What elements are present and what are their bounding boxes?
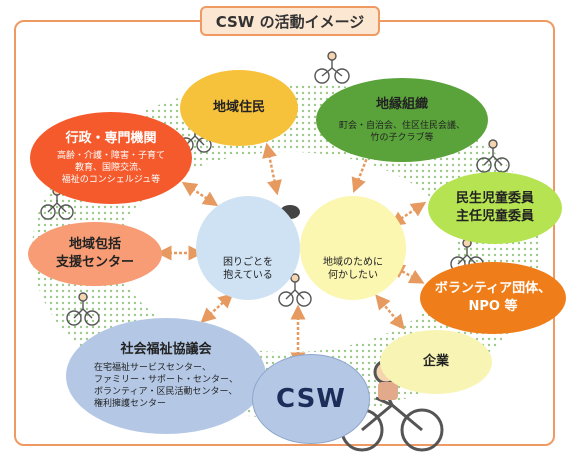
node-sub-line: 竹の子クラブ等 (370, 132, 434, 143)
node-title-line: 主任児童委員 (455, 209, 534, 224)
node-sub-line: 高齢・介護・障害・子育て (56, 151, 165, 162)
node-title-line: 民生児童委員 (455, 191, 534, 207)
node-title: 企業 (422, 354, 449, 370)
node-title-line: NPO 等 (468, 299, 518, 314)
node-title-line: ボランティア団体、 (434, 281, 552, 297)
node-minsei: 民生児童委員 主任児童委員 (428, 172, 562, 244)
center-left-bubble: 困りごとを 抱えている (196, 196, 300, 300)
center-right-line: 何かしたい (328, 270, 378, 281)
node-title-line: 支援センター (55, 255, 134, 270)
cyclist-lower-left (66, 292, 100, 326)
node-hokatsu: 地域包括 支援センター (28, 222, 162, 286)
node-sub-line: 在宅福祉サービスセンター、 (94, 362, 211, 373)
node-csw: CSW (252, 354, 370, 444)
node-sub-line: 教育、国際交流、 (74, 163, 147, 174)
center-right-bubble: 地域のために 何かしたい (300, 196, 406, 300)
center-left-line: 困りごとを (223, 256, 273, 268)
cyclist-top (314, 51, 350, 84)
node-sub-line: 福祉のコンシェルジュ等 (61, 175, 161, 186)
node-sub-line: 町会・自治会、住区住民会議、 (338, 120, 465, 131)
cyclist-center (278, 273, 312, 307)
arrow-jumin (262, 142, 282, 196)
center-left-line: 抱えている (223, 270, 273, 281)
node-title: 地縁組織 (375, 97, 428, 113)
node-gyosei: 行政・専門機関 高齢・介護・障害・子育て 教育、国際交流、 福祉のコンシェルジュ… (30, 112, 192, 204)
node-sub-line: ボランティア・区民活動センター、 (94, 387, 238, 398)
node-title-line: 地域包括 (68, 237, 121, 253)
title-box: CSW の活動イメージ (200, 6, 380, 36)
node-sub-line: ファミリー・サポート・センター、 (94, 375, 238, 386)
node-title: CSW (276, 384, 346, 414)
node-shakyo: 社会福祉協議会 在宅福祉サービスセンター、 ファミリー・サポート・センター、 ボ… (66, 318, 266, 434)
node-title: 行政・専門機関 (65, 130, 157, 146)
arrow-kigyo (375, 294, 405, 330)
node-title: 地域住民 (212, 100, 265, 116)
node-chiiki-jumin: 地域住民 (180, 70, 298, 146)
center-right-line: 地域のために (323, 256, 383, 268)
node-chien-soshiki: 地縁組織 町会・自治会、住区住民会議、 竹の子クラブ等 (316, 78, 488, 162)
page-title: CSW の活動イメージ (215, 12, 365, 31)
node-sub-line: 権利擁護センター (94, 399, 167, 410)
node-volunteer: ボランティア団体、 NPO 等 (420, 262, 566, 334)
node-title: 社会福祉協議会 (120, 342, 212, 358)
node-kigyo: 企業 (380, 330, 492, 394)
